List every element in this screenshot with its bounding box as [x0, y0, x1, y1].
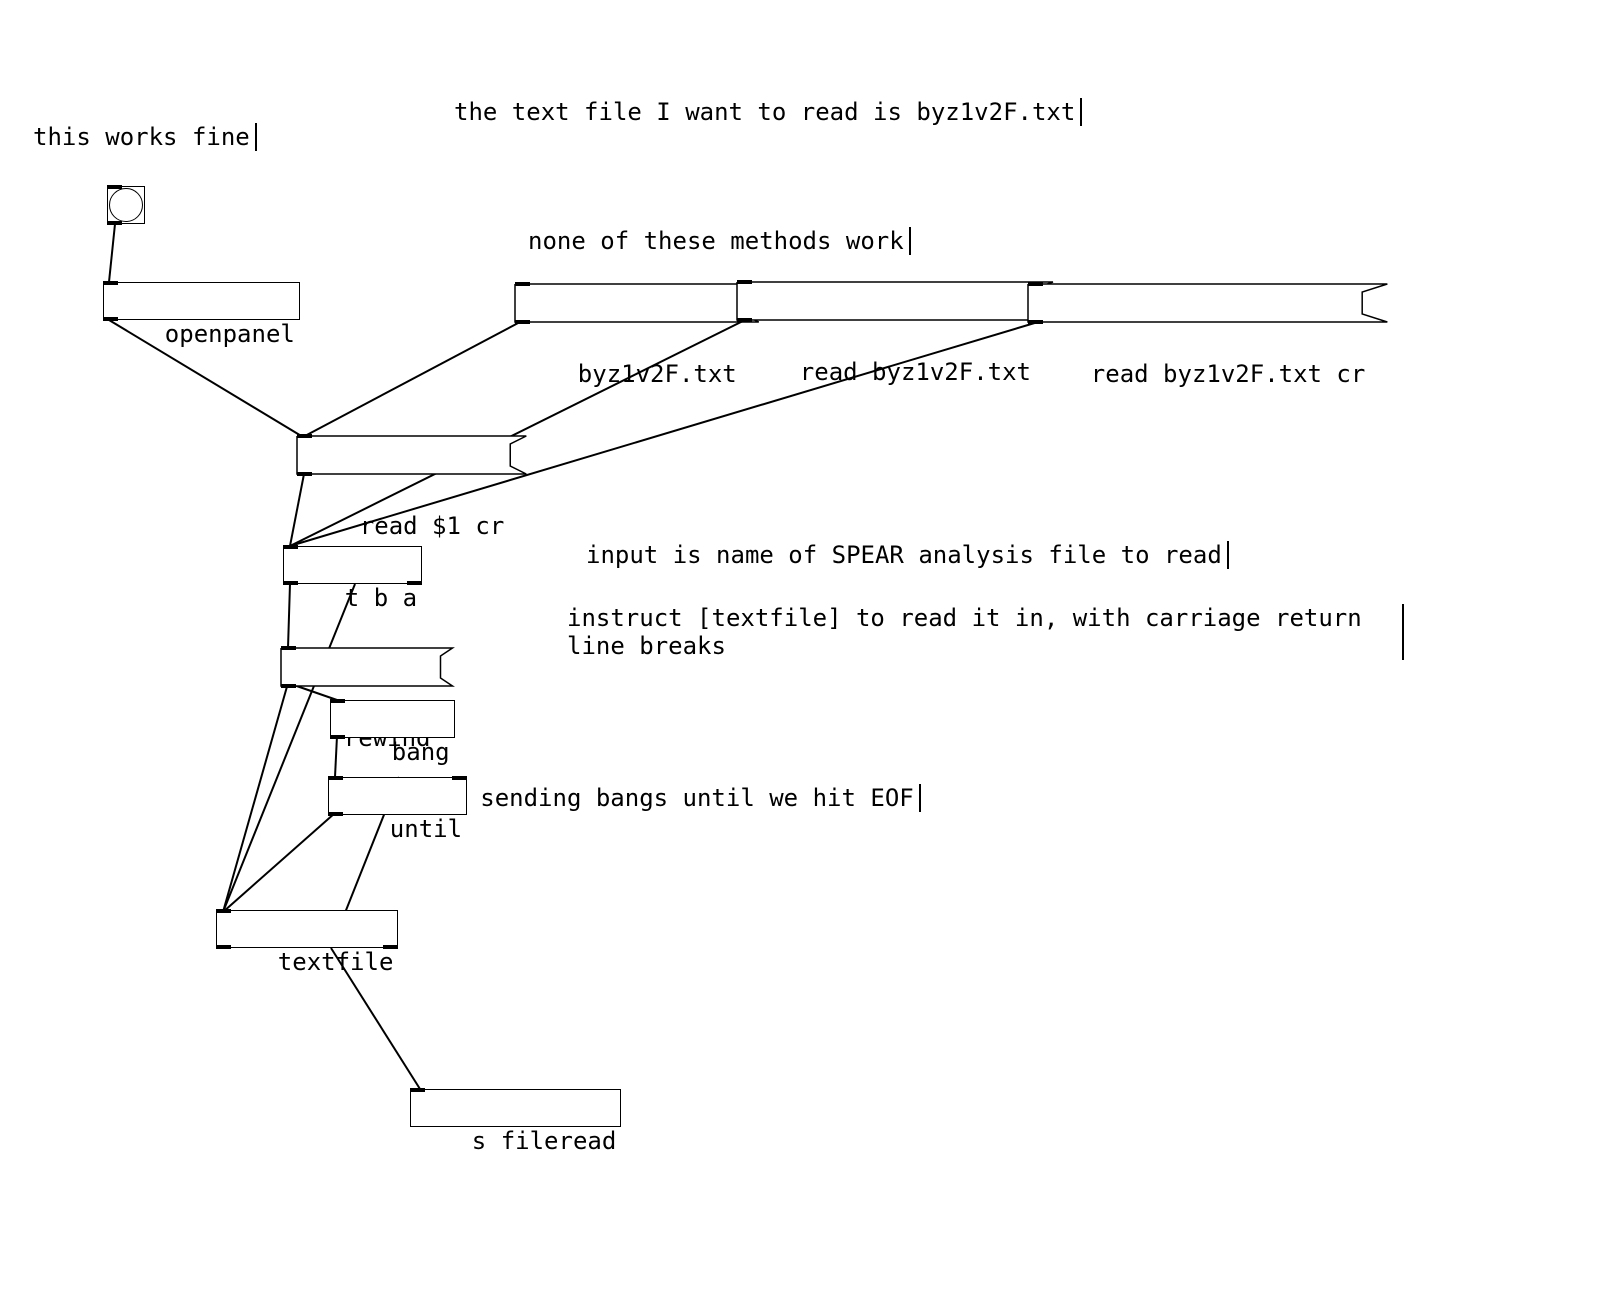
send-fileread-object[interactable]: s fileread [410, 1088, 622, 1155]
bang-inlet [107, 185, 122, 189]
message-read-arg-cr[interactable]: read $1 cr [297, 434, 526, 540]
until-inlet-left [328, 776, 343, 780]
message-read-filename-cr[interactable]: read byz1v2F.txt cr [1028, 282, 1387, 388]
comment-instruct-desc: instruct [textfile] to read it in, with … [567, 604, 1404, 660]
until-object[interactable]: until [328, 776, 468, 843]
message-rewind-outlet [281, 684, 296, 688]
message-flag-shape [515, 284, 759, 322]
textfile-inlet [216, 909, 231, 913]
message-rewind[interactable]: rewind [281, 646, 453, 752]
textfile-outlet-right [383, 945, 399, 949]
message-rewind-inlet [281, 646, 296, 650]
comment-file-to-read: the text file I want to read is byz1v2F.… [454, 98, 1083, 126]
message-filename-outlet [515, 320, 530, 324]
message-filename-inlet [515, 282, 530, 286]
trigger-outlet-right [407, 581, 423, 585]
trigger-label: t b a [344, 584, 418, 612]
message-read-filename-label: read byz1v2F.txt [799, 358, 1031, 386]
comment-works-fine: this works fine [33, 123, 257, 151]
openpanel-object[interactable]: openpanel [103, 281, 300, 348]
cord-rewind-to-textfile [222, 682, 289, 913]
message-read-arg-cr-outlet [297, 472, 312, 476]
bang-object-label: bang [391, 738, 450, 766]
comment-keep-sending: keep sending bangs until we hit EOF [408, 784, 921, 812]
textfile-object[interactable]: textfile [216, 909, 399, 976]
bang-button[interactable] [107, 185, 145, 225]
openpanel-inlet [103, 281, 118, 285]
until-label: until [389, 815, 463, 843]
bang-outlet [107, 221, 122, 225]
cord-bang-to-openpanel [108, 223, 116, 283]
message-filename[interactable]: byz1v2F.txt [515, 282, 759, 388]
message-filename-label: byz1v2F.txt [577, 360, 737, 388]
message-read-filename-cr-outlet [1028, 320, 1043, 324]
comment-none-work: none of these methods work [528, 227, 911, 255]
trigger-outlet-left [283, 581, 298, 585]
message-read-filename-cr-label: read byz1v2F.txt cr [1090, 360, 1366, 388]
message-flag-shape [281, 648, 453, 686]
message-read-filename-inlet [737, 280, 752, 284]
trigger-object[interactable]: t b a [283, 545, 423, 612]
comment-input-desc: input is name of SPEAR analysis file to … [586, 541, 1229, 569]
bang-object[interactable]: bang [330, 699, 455, 766]
message-read-filename-outlet [737, 318, 752, 322]
send-fileread-inlet [410, 1088, 425, 1092]
message-read-arg-cr-label: read $1 cr [359, 512, 505, 540]
openpanel-label: openpanel [164, 320, 295, 348]
textfile-label: textfile [277, 948, 394, 976]
until-outlet [328, 812, 343, 816]
openpanel-outlet [103, 317, 118, 321]
cord-filename-to-read-arg [302, 321, 521, 438]
message-read-filename[interactable]: read byz1v2F.txt [737, 280, 1053, 386]
message-flag-shape [297, 436, 526, 474]
until-inlet-right [452, 776, 468, 780]
message-flag-shape [1028, 284, 1387, 322]
bang-object-outlet [330, 735, 345, 739]
message-flag-shape [737, 282, 1053, 320]
send-fileread-label: s fileread [471, 1127, 617, 1155]
textfile-outlet-left [216, 945, 231, 949]
bang-circle-icon [109, 188, 143, 222]
message-read-arg-cr-inlet [297, 434, 312, 438]
bang-object-inlet [330, 699, 345, 703]
trigger-inlet [283, 545, 298, 549]
message-read-filename-cr-inlet [1028, 282, 1043, 286]
